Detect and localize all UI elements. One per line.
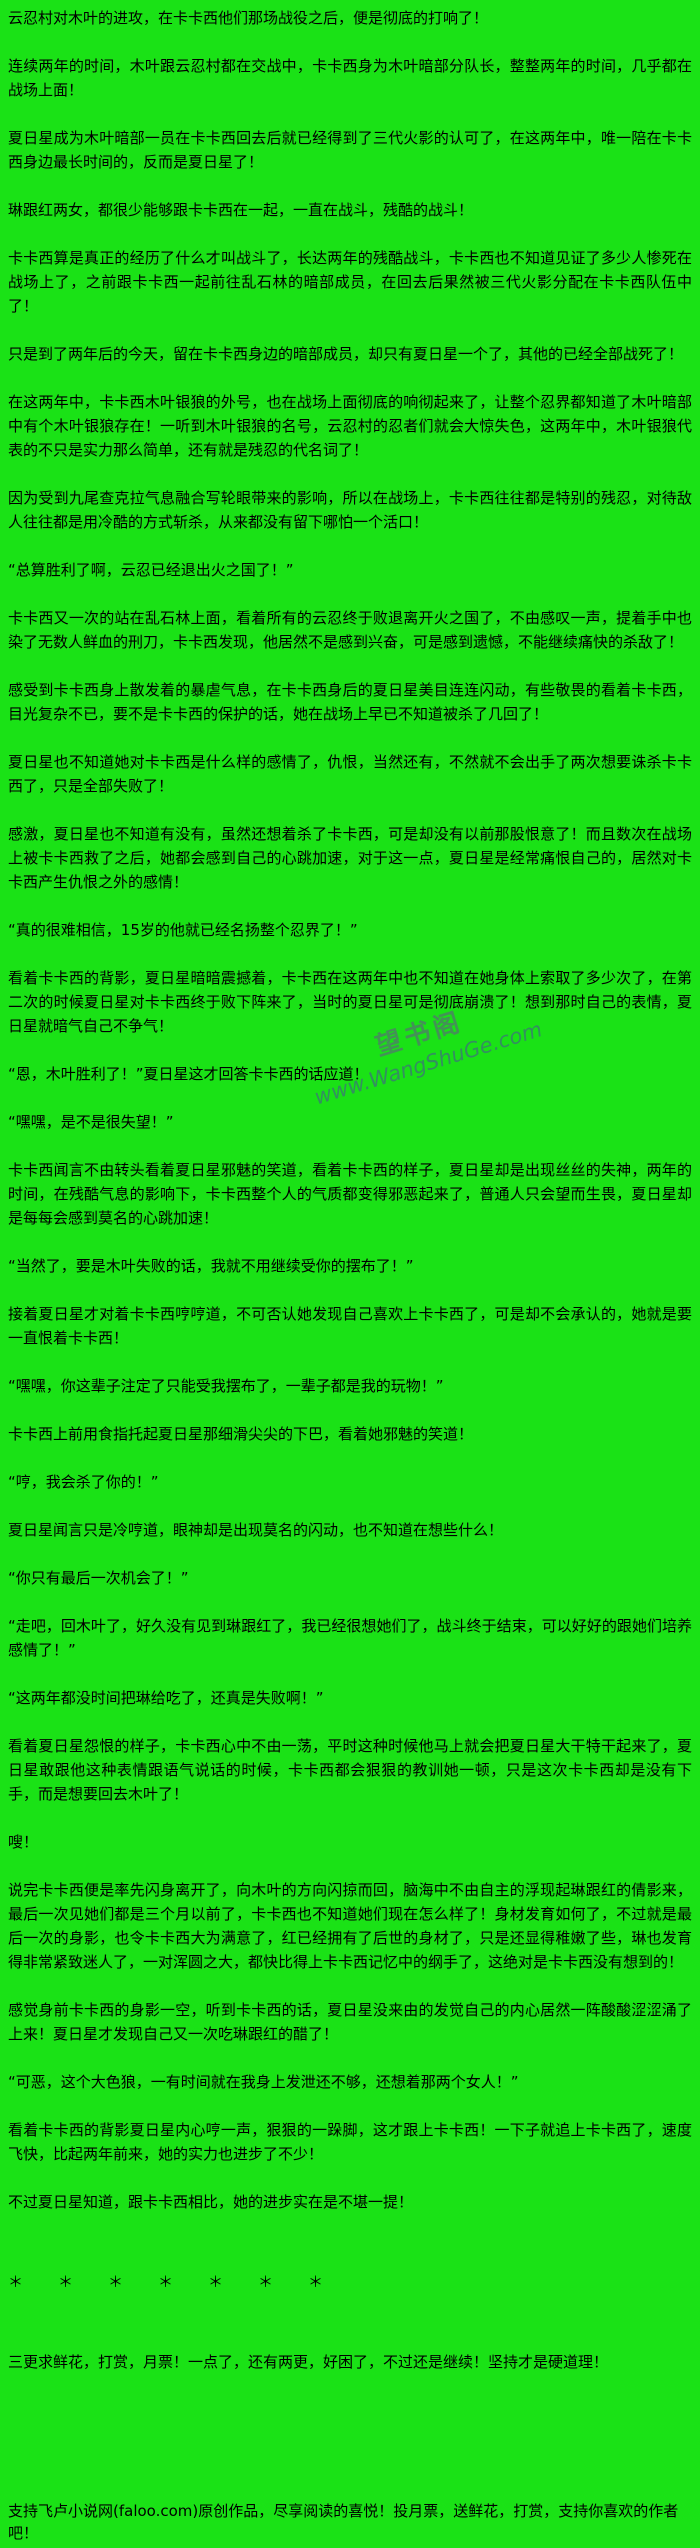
novel-paragraph: “当然了，要是木叶失败的话，我就不用继续受你的摆布了！”	[8, 1257, 414, 1275]
novel-paragraph: 不过夏日星知道，跟卡卡西相比，她的进步实在是不堪一提！	[8, 2193, 414, 2211]
novel-paragraph: 嗖！	[8, 1833, 39, 1851]
novel-paragraph: 感受到卡卡西身上散发着的暴虐气息，在卡卡西身后的夏日星美目连连闪动，有些敬畏的看…	[8, 681, 692, 723]
novel-paragraph: “走吧，回木叶了，好久没有见到琳跟红了，我已经很想她们了，战斗终于结束，可以好好…	[8, 1617, 692, 1659]
novel-paragraph: 在这两年中，卡卡西木叶银狼的外号，也在战场上面彻底的响彻起来了，让整个忍界都知道…	[8, 393, 692, 459]
novel-paragraph: 卡卡西算是真正的经历了什么才叫战斗了，长达两年的残酷战斗，卡卡西也不知道见证了多…	[8, 249, 692, 315]
faloo-footer-note: 支持飞卢小说网(faloo.com)原创作品，尽享阅读的喜悦！投月票，送鲜花，打…	[8, 2502, 679, 2542]
novel-paragraph: 只是到了两年后的今天，留在卡卡西身边的暗部成员，却只有夏日星一个了，其他的已经全…	[8, 345, 684, 363]
novel-paragraph: “恩，木叶胜利了！”夏日星这才回答卡卡西的话应道！	[8, 1065, 369, 1083]
novel-paragraph: 卡卡西又一次的站在乱石林上面，看着所有的云忍终于败退离开火之国了，不由感叹一声，…	[8, 609, 692, 651]
novel-paragraph: 感激，夏日星也不知道有没有，虽然还想着杀了卡卡西，可是却没有以前那股恨意了！而且…	[8, 825, 692, 891]
novel-paragraph: “这两年都没时间把琳给吃了，还真是失败啊！”	[8, 1689, 324, 1707]
novel-paragraph: 连续两年的时间，木叶跟云忍村都在交战中，卡卡西身为木叶暗部分队长，整整两年的时间…	[8, 57, 692, 99]
novel-paragraph: 接着夏日星才对着卡卡西哼哼道，不可否认她发现自己喜欢上卡卡西了，可是却不会承认的…	[8, 1305, 692, 1347]
novel-paragraph: “你只有最后一次机会了！”	[8, 1569, 189, 1587]
novel-paragraph: 看着夏日星怨恨的样子，卡卡西心中不由一荡，平时这种时候他马上就会把夏日星大干特干…	[8, 1737, 692, 1803]
novel-paragraph: 卡卡西闻言不由转头看着夏日星邪魅的笑道，看着卡卡西的样子，夏日星却是出现丝丝的失…	[8, 1161, 692, 1227]
novel-paragraph: “哼，我会杀了你的！”	[8, 1473, 159, 1491]
novel-paragraph: 夏日星也不知道她对卡卡西是什么样的感情了，仇恨，当然还有，不然就不会出手了两次想…	[8, 753, 692, 795]
novel-paragraph: 看着卡卡西的背影，夏日星暗暗震撼着，卡卡西在这两年中也不知道在她身体上索取了多少…	[8, 969, 692, 1035]
novel-paragraph: 看着卡卡西的背影夏日星内心哼一声，狠狠的一跺脚，这才跟上卡卡西！一下子就追上卡卡…	[8, 2121, 692, 2163]
novel-paragraph: 卡卡西上前用食指托起夏日星那细滑尖尖的下巴，看着她邪魅的笑道！	[8, 1425, 474, 1443]
novel-paragraph: 说完卡卡西便是率先闪身离开了，向木叶的方向闪掠而回，脑海中不由自主的浮现起琳跟红…	[8, 1881, 692, 1971]
novel-paragraph: “嘿嘿，是不是很失望！”	[8, 1113, 174, 1131]
novel-paragraph: 因为受到九尾查克拉气息融合写轮眼带来的影响，所以在战场上，卡卡西往往都是特别的残…	[8, 489, 692, 531]
section-separator: ＊ ＊ ＊ ＊ ＊ ＊ ＊	[8, 2273, 334, 2291]
novel-paragraph: 夏日星闻言只是冷哼道，眼神却是出现莫名的闪动，也不知道在想些什么！	[8, 1521, 504, 1539]
novel-paragraph: 云忍村对木叶的进攻，在卡卡西他们那场战役之后，便是彻底的打响了！	[8, 9, 489, 27]
novel-paragraph: “可恶，这个大色狼，一有时间就在我身上发泄还不够，还想着那两个女人！”	[8, 2073, 519, 2091]
novel-paragraph: “总算胜利了啊，云忍已经退出火之国了！”	[8, 561, 294, 579]
novel-paragraph: 感觉身前卡卡西的身影一空，听到卡卡西的话，夏日星没来由的发觉自己的内心居然一阵酸…	[8, 2001, 692, 2043]
novel-paragraph: 三更求鲜花，打赏，月票！一点了，还有两更，好困了，不过还是继续！坚持才是硬道理！	[8, 2353, 609, 2371]
novel-paragraph: “真的很难相信，15岁的他就已经名扬整个忍界了！”	[8, 921, 358, 939]
novel-paragraph: 琳跟红两女，都很少能够跟卡卡西在一起，一直在战斗，残酷的战斗！	[8, 201, 474, 219]
novel-paragraph: “嘿嘿，你这辈子注定了只能受我摆布了，一辈子都是我的玩物！”	[8, 1377, 444, 1395]
novel-paragraph: 夏日星成为木叶暗部一员在卡卡西回去后就已经得到了三代火影的认可了，在这两年中，唯…	[8, 129, 692, 171]
